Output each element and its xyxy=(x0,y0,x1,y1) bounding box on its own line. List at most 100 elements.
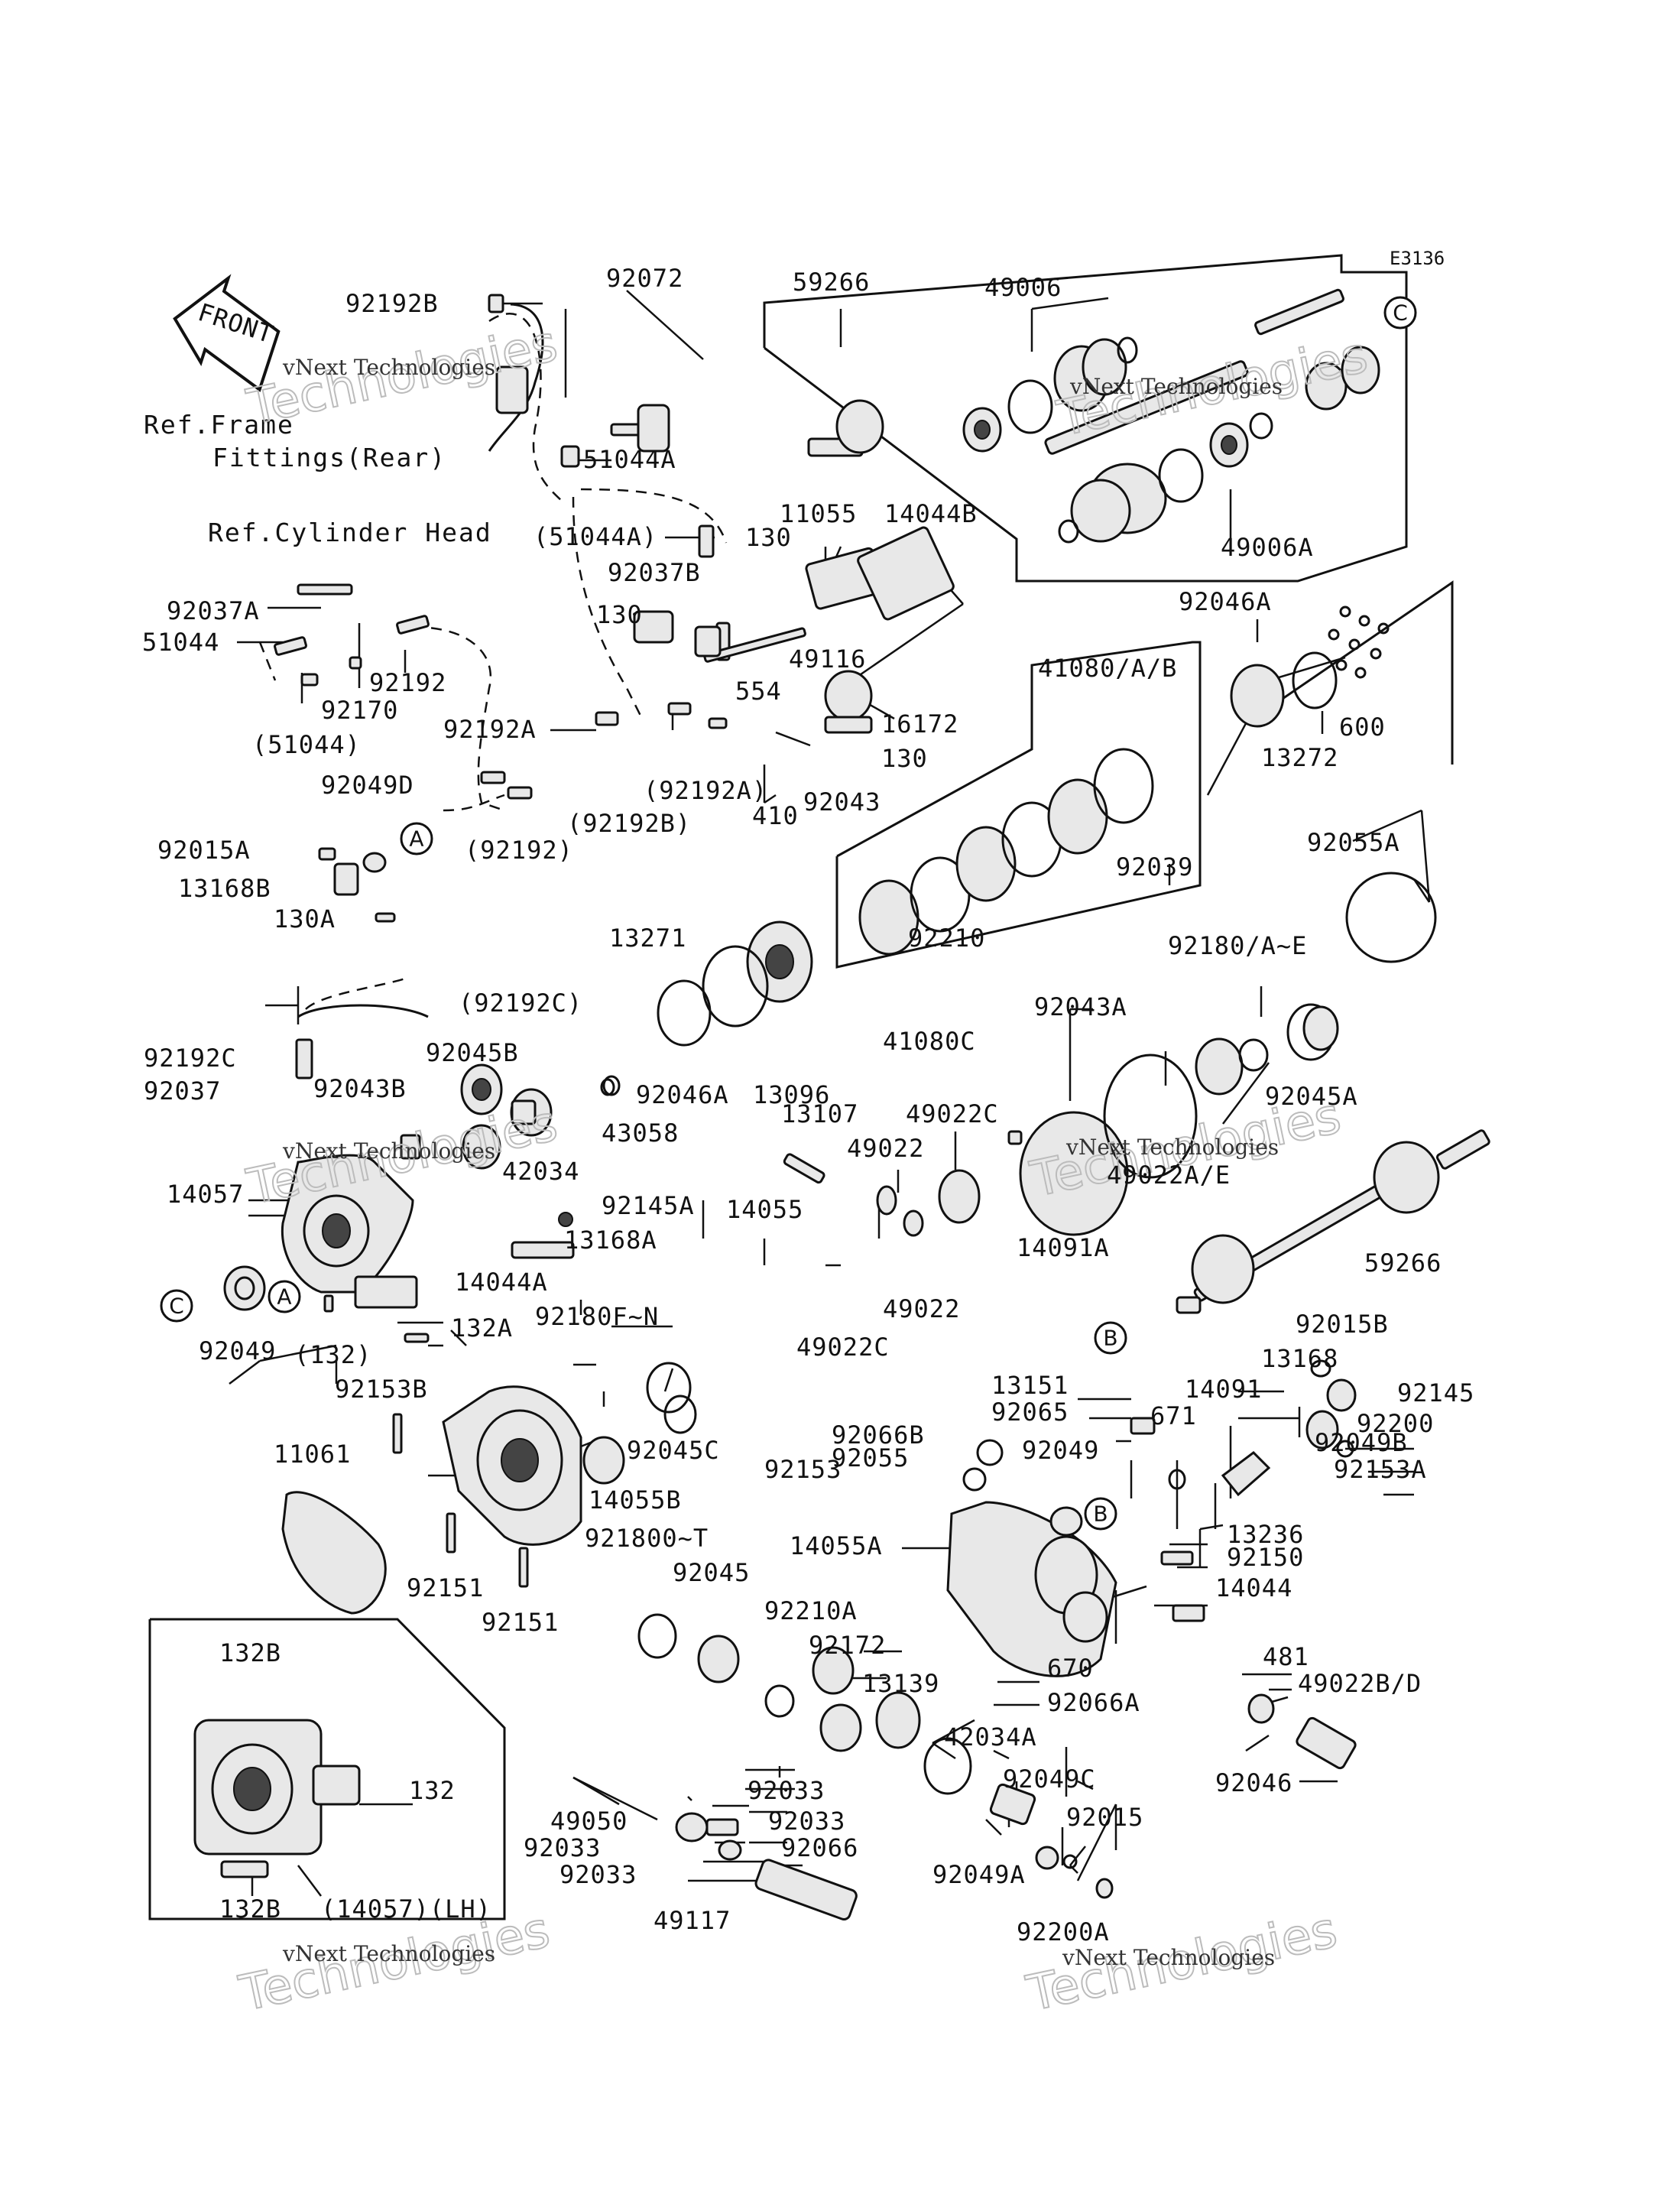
part-label: 14044 xyxy=(1215,1573,1292,1602)
part-label: 42034 xyxy=(502,1157,579,1186)
part-label: 92043B xyxy=(313,1074,407,1103)
part-label: 92037A xyxy=(167,596,260,625)
part-label: 13096 xyxy=(753,1080,830,1109)
part-label: 92172 xyxy=(809,1631,886,1660)
part-label: 410 xyxy=(752,801,799,830)
part-label: 49006A xyxy=(1221,533,1314,562)
part-label: 49117 xyxy=(654,1906,731,1935)
part-label: 41080C xyxy=(883,1027,976,1056)
part-label: 670 xyxy=(1047,1654,1094,1683)
watermark-top-left: Technologies vNext Technologies xyxy=(242,315,563,437)
part-label: 14057 xyxy=(167,1180,244,1209)
part-label: (14057)(LH) xyxy=(321,1894,491,1924)
svg-text:vNext Technologies: vNext Technologies xyxy=(282,1941,495,1966)
part-label: 130A xyxy=(274,904,336,933)
part-number-labels: 92192B 92072 59266 49006 51044A (51044A)… xyxy=(142,264,1474,1946)
part-label: 14055A xyxy=(790,1531,883,1560)
part-label: 14044B xyxy=(884,499,978,528)
part-label: 92055A xyxy=(1307,828,1400,857)
part-label: 92066B xyxy=(832,1420,925,1450)
part-label: 92046A xyxy=(636,1080,729,1109)
part-label: 92037B xyxy=(608,558,701,587)
callout-c-upper: C xyxy=(1383,296,1417,330)
part-label: 92065 xyxy=(991,1398,1069,1427)
svg-text:B: B xyxy=(1103,1326,1117,1351)
part-label: 14091A xyxy=(1017,1233,1110,1262)
part-label: 92072 xyxy=(606,264,683,293)
part-label: 49006 xyxy=(984,273,1062,302)
part-label: 92015A xyxy=(157,836,251,865)
part-label: 92033 xyxy=(524,1833,601,1862)
callout-b-seal: B xyxy=(1084,1497,1117,1531)
svg-text:vNext Technologies: vNext Technologies xyxy=(282,355,495,380)
part-label: 92066A xyxy=(1047,1688,1140,1717)
part-label: (132) xyxy=(294,1340,371,1369)
part-label: 92192C xyxy=(144,1044,237,1073)
part-label: 49022B/D xyxy=(1298,1669,1422,1698)
part-label: 132 xyxy=(409,1776,456,1805)
part-label: 59266 xyxy=(1364,1248,1442,1278)
part-label: 92192 xyxy=(369,668,446,697)
diff-housing-14055b xyxy=(281,1362,862,1752)
svg-text:vNext Technologies: vNext Technologies xyxy=(1062,1945,1275,1970)
sensor-13168b xyxy=(318,847,396,923)
front-gear-components xyxy=(295,1003,1339,1237)
part-label: 92015B xyxy=(1296,1310,1389,1339)
part-label: 92170 xyxy=(321,696,398,725)
part-label: 600 xyxy=(1339,713,1386,742)
callout-b-shaft: B xyxy=(1094,1321,1127,1355)
part-label: 92150 xyxy=(1227,1543,1304,1572)
part-label: 14044A xyxy=(455,1268,548,1297)
svg-text:C: C xyxy=(1393,300,1408,326)
part-label: 92200 xyxy=(1357,1409,1434,1438)
part-label: 13168A xyxy=(564,1226,657,1255)
part-label: 92045 xyxy=(673,1558,750,1587)
part-label: (51044) xyxy=(252,730,361,759)
part-label: 92210A xyxy=(764,1596,858,1625)
part-label: 92153A xyxy=(1334,1455,1427,1484)
drive-shaft-group-outline xyxy=(763,254,1408,583)
part-label: 49022C xyxy=(796,1333,890,1362)
front-arrow-icon: FRONT xyxy=(173,274,281,392)
part-label: 49022C xyxy=(906,1099,999,1128)
part-label: 92210 xyxy=(908,924,985,953)
dashed-hoses xyxy=(258,313,728,1010)
part-label: 92045C xyxy=(627,1436,720,1465)
part-label: 92145 xyxy=(1397,1378,1474,1407)
part-label: 13168 xyxy=(1261,1344,1338,1373)
diff-housing-14055a xyxy=(946,1359,1357,1770)
callout-c-lower: C xyxy=(160,1289,193,1323)
cv-boot-49006 xyxy=(962,336,1138,453)
svg-text:vNext Technologies: vNext Technologies xyxy=(282,1138,495,1164)
part-label: 921800~T xyxy=(585,1524,709,1553)
part-label: 671 xyxy=(1150,1401,1197,1430)
part-label: 11055 xyxy=(780,499,857,528)
part-label: (51044A) xyxy=(534,522,657,551)
part-label: 59266 xyxy=(793,268,870,297)
part-label: 92049B xyxy=(1315,1428,1408,1457)
part-label: 92045A xyxy=(1265,1082,1358,1111)
part-label: 92151 xyxy=(407,1573,484,1602)
part-label: 130 xyxy=(745,523,792,552)
part-label: 13139 xyxy=(862,1669,939,1698)
part-label: 14055B xyxy=(589,1485,682,1515)
part-label: 41080/A/B xyxy=(1038,654,1177,683)
part-label: 13236 xyxy=(1227,1520,1304,1549)
part-label: 92033 xyxy=(559,1860,637,1889)
part-label: 16172 xyxy=(881,709,958,739)
part-label: 92049 xyxy=(199,1336,276,1365)
part-label: 92039 xyxy=(1116,852,1193,881)
part-label: 49022 xyxy=(847,1134,924,1163)
part-label: 92145A xyxy=(602,1191,695,1220)
seal-group-outline xyxy=(1253,580,1454,765)
part-label: 130 xyxy=(596,600,643,629)
part-label: 92153 xyxy=(764,1455,842,1484)
part-label: 132B xyxy=(219,1638,281,1667)
ref-frame-label: Ref.Frame xyxy=(144,410,294,440)
breather-hose-assembly xyxy=(274,294,955,800)
part-label: 481 xyxy=(1263,1642,1309,1671)
inset-lh-housing-box xyxy=(148,1618,506,1920)
part-label: 92033 xyxy=(748,1776,825,1805)
part-label: (92192) xyxy=(465,836,573,865)
part-label: 92200A xyxy=(1017,1917,1110,1946)
